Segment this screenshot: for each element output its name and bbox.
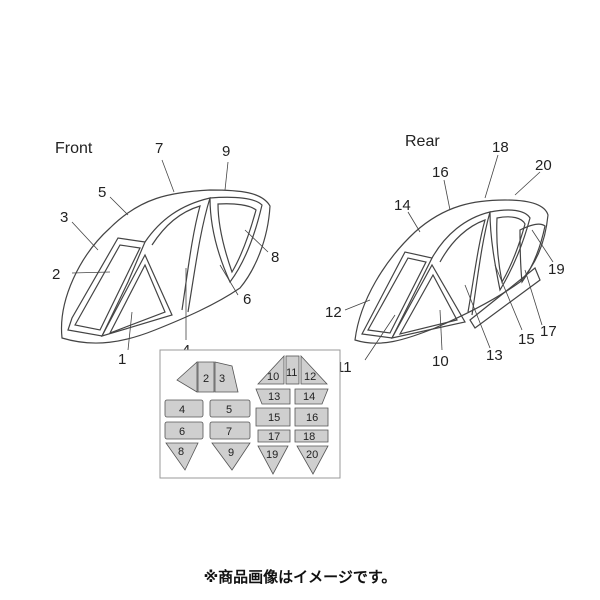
mask-shape-10 — [257, 354, 285, 385]
mask-shape-19 — [257, 445, 289, 475]
mask-sheet: 2 3 4 5 6 7 8 9 10 11 12 13 14 15 16 17 … — [159, 349, 341, 479]
mask-shape-18 — [294, 429, 329, 443]
front-callout-9: 9 — [222, 143, 230, 160]
rear-callout-19: 19 — [548, 261, 565, 278]
sheet-label-9: 9 — [228, 447, 234, 459]
mask-shape-16 — [294, 407, 329, 427]
front-title: Front — [55, 140, 93, 157]
sheet-label-6: 6 — [179, 426, 185, 438]
rear-callout-17: 17 — [540, 323, 557, 340]
front-callout-8: 8 — [271, 249, 279, 266]
rear-callout-10: 10 — [432, 353, 449, 370]
mask-shape-9 — [211, 442, 251, 471]
front-callout-7: 7 — [155, 140, 163, 157]
sheet-label-7: 7 — [226, 426, 232, 438]
front-callout-5: 5 — [98, 184, 106, 201]
mask-shape-14 — [294, 388, 329, 405]
sheet-label-12: 12 — [304, 371, 316, 383]
sheet-label-18: 18 — [303, 431, 315, 443]
mask-shape-8 — [165, 442, 199, 471]
sheet-label-4: 4 — [179, 404, 185, 416]
mask-shape-6 — [164, 421, 204, 440]
mask-shape-15 — [255, 407, 291, 427]
rear-callout-15: 15 — [518, 331, 535, 348]
mask-shape-4 — [164, 399, 204, 418]
image-disclaimer-caption: ※商品画像はイメージです。 — [203, 568, 397, 586]
mask-shape-7 — [209, 421, 251, 440]
rear-callout-12: 12 — [325, 304, 342, 321]
sheet-label-5: 5 — [226, 404, 232, 416]
rear-canopy — [354, 199, 549, 344]
sheet-label-13: 13 — [268, 391, 280, 403]
sheet-label-2: 2 — [203, 373, 209, 385]
sheet-label-10: 10 — [267, 371, 279, 383]
rear-callout-14: 14 — [394, 197, 411, 214]
mask-shape-13 — [255, 388, 291, 405]
mask-shape-20 — [296, 445, 329, 475]
rear-leaders — [344, 154, 554, 361]
rear-title: Rear — [405, 133, 440, 150]
sheet-label-15: 15 — [268, 412, 280, 424]
sheet-label-11: 11 — [286, 367, 297, 379]
front-canopy — [60, 189, 271, 344]
front-callout-2: 2 — [52, 266, 60, 283]
mask-shape-12 — [300, 354, 328, 385]
rear-callout-18: 18 — [492, 139, 509, 156]
sheet-label-8: 8 — [178, 446, 184, 458]
mask-shape-17 — [257, 429, 291, 443]
mask-shape-11 — [285, 355, 300, 385]
mask-shape-3 — [214, 361, 239, 393]
mask-shape-2 — [197, 361, 215, 393]
sheet-label-16: 16 — [306, 412, 318, 424]
front-callout-6: 6 — [243, 291, 251, 308]
sheet-label-19: 19 — [266, 449, 278, 461]
sheet-label-17: 17 — [268, 431, 280, 443]
sheet-label-20: 20 — [306, 449, 318, 461]
front-leaders — [71, 159, 269, 351]
sheet-label-14: 14 — [303, 391, 315, 403]
mask-shape-5 — [209, 399, 251, 418]
front-callout-1: 1 — [118, 351, 126, 368]
rear-callout-16: 16 — [432, 164, 449, 181]
rear-callout-labels: 10 11 12 13 14 15 16 17 18 19 20 — [325, 139, 565, 376]
sheet-label-3: 3 — [219, 373, 225, 385]
mask-shape-2-tri — [176, 361, 198, 393]
front-callout-3: 3 — [60, 209, 68, 226]
rear-callout-20: 20 — [535, 157, 552, 174]
rear-callout-13: 13 — [486, 347, 503, 364]
mask-sheet-labels: 2 3 4 5 6 7 8 9 10 11 12 13 14 15 16 17 … — [178, 367, 318, 461]
